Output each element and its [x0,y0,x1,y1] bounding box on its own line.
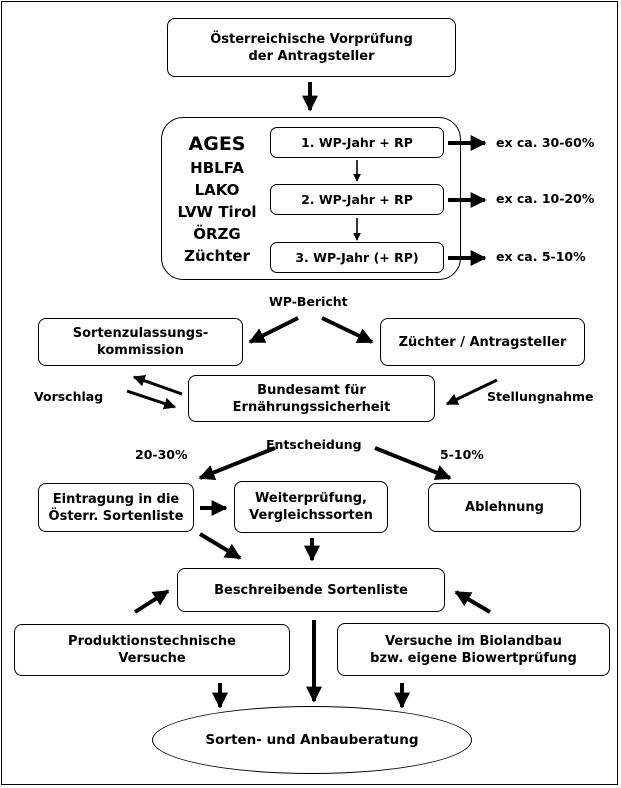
eintragung-line1: Eintragung in die [52,491,180,507]
institution-item: AGES [188,133,246,155]
institution-item: HBLFA [190,159,244,177]
box-weiterpruefung: Weiterprüfung, Vergleichssorten [234,481,388,533]
label-stellungnahme: Stellungnahme [487,389,594,404]
institution-item: LAKO [194,181,240,199]
box-zuechter-antragsteller: Züchter / Antragsteller [380,318,585,366]
beschreibende-label: Beschreibende Sortenliste [214,582,408,598]
institution-item: LVW Tirol [177,203,257,221]
produktion-line2: Versuche [118,651,186,666]
biolandbau-line2: bzw. eigene Biowertprüfung [370,650,577,666]
produktion-line1: Produktionstechnische [68,634,236,649]
exit-rate-1: ex ca. 30-60% [496,135,595,150]
exit-rate-3: ex ca. 5-10% [496,249,586,264]
label-wp-bericht: WP-Bericht [269,294,348,309]
vorpruefung-line2: der Antragsteller [248,48,375,64]
box-sortenzulassungskommission: Sortenzulassungs- kommission [38,318,243,366]
box-vorpruefung: Österreichische Vorprüfung der Antragste… [167,18,456,77]
box-eintragung: Eintragung in die Österr. Sortenliste [38,483,194,532]
exit-rate-2: ex ca. 10-20% [496,191,595,206]
kommission-line1: Sortenzulassungs- [72,326,209,341]
zuechter-label: Züchter / Antragsteller [398,334,567,350]
vorpruefung-line1: Österreichische Vorprüfung [210,31,413,47]
box-beschreibende-sortenliste: Beschreibende Sortenliste [177,568,445,612]
box-wp-jahr-3: 3. WP-Jahr (+ RP) [270,242,444,273]
wp-jahr-3-label: 3. WP-Jahr (+ RP) [295,250,419,265]
box-bundesamt: Bundesamt für Ernährungssicherheit [188,375,435,422]
label-pct-left: 20-30% [135,447,188,462]
institution-item: ÖRZG [193,225,241,243]
label-pct-right: 5-10% [440,447,484,462]
institution-list: AGES HBLFA LAKO LVW Tirol ÖRZG Züchter [168,131,266,267]
bundesamt-line1: Bundesamt für [257,382,366,398]
wp-jahr-1-label: 1. WP-Jahr + RP [301,135,413,150]
biolandbau-line1: Versuche im Biolandbau [385,633,562,649]
box-biolandbau: Versuche im Biolandbau bzw. eigene Biowe… [337,623,610,676]
eintragung-line2: Österr. Sortenliste [48,508,184,524]
group-pruefstellen [161,117,461,280]
ablehnung-label: Ablehnung [465,500,544,515]
box-produktionstechnische-versuche: Produktionstechnische Versuche [14,624,290,676]
wp-jahr-2-label: 2. WP-Jahr + RP [301,192,413,207]
box-wp-jahr-2: 2. WP-Jahr + RP [270,184,444,215]
bundesamt-line2: Ernährungssicherheit [232,399,391,415]
institution-item: Züchter [184,247,250,265]
beratung-label: Sorten- und Anbauberatung [205,732,419,748]
oval-anbauberatung: Sorten- und Anbauberatung [152,706,472,774]
weiterpruefung-line2: Vergleichssorten [249,508,373,523]
label-vorschlag: Vorschlag [34,389,104,404]
weiterpruefung-line1: Weiterprüfung, [255,491,367,506]
kommission-line2: kommission [97,343,184,358]
label-entscheidung: Entscheidung [266,437,362,452]
box-wp-jahr-1: 1. WP-Jahr + RP [270,127,444,158]
box-ablehnung: Ablehnung [428,483,581,532]
